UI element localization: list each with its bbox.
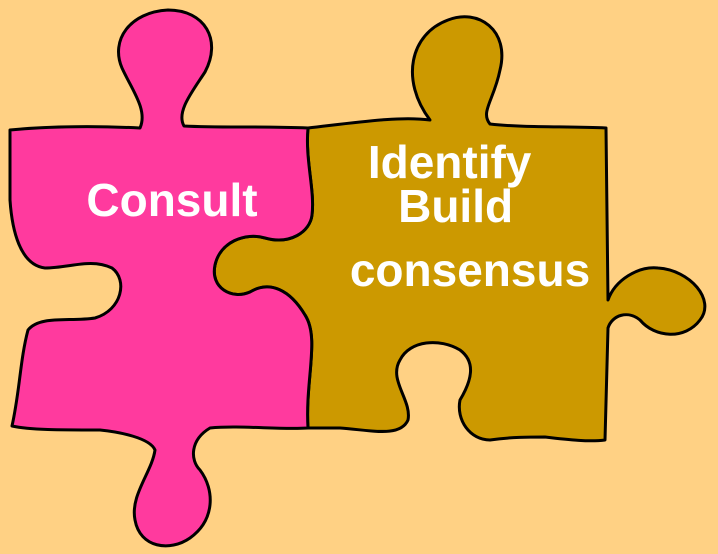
identify-label-line: Identify [368,136,532,188]
puzzle-piece-consult [8,8,315,548]
build-label-line: Build [398,180,513,232]
identify-build-consensus-label: Identify Build consensus [350,136,590,296]
consult-label: Consult [86,174,257,226]
consensus-label-line: consensus [350,244,590,296]
consult-label-line: Consult [86,174,257,226]
